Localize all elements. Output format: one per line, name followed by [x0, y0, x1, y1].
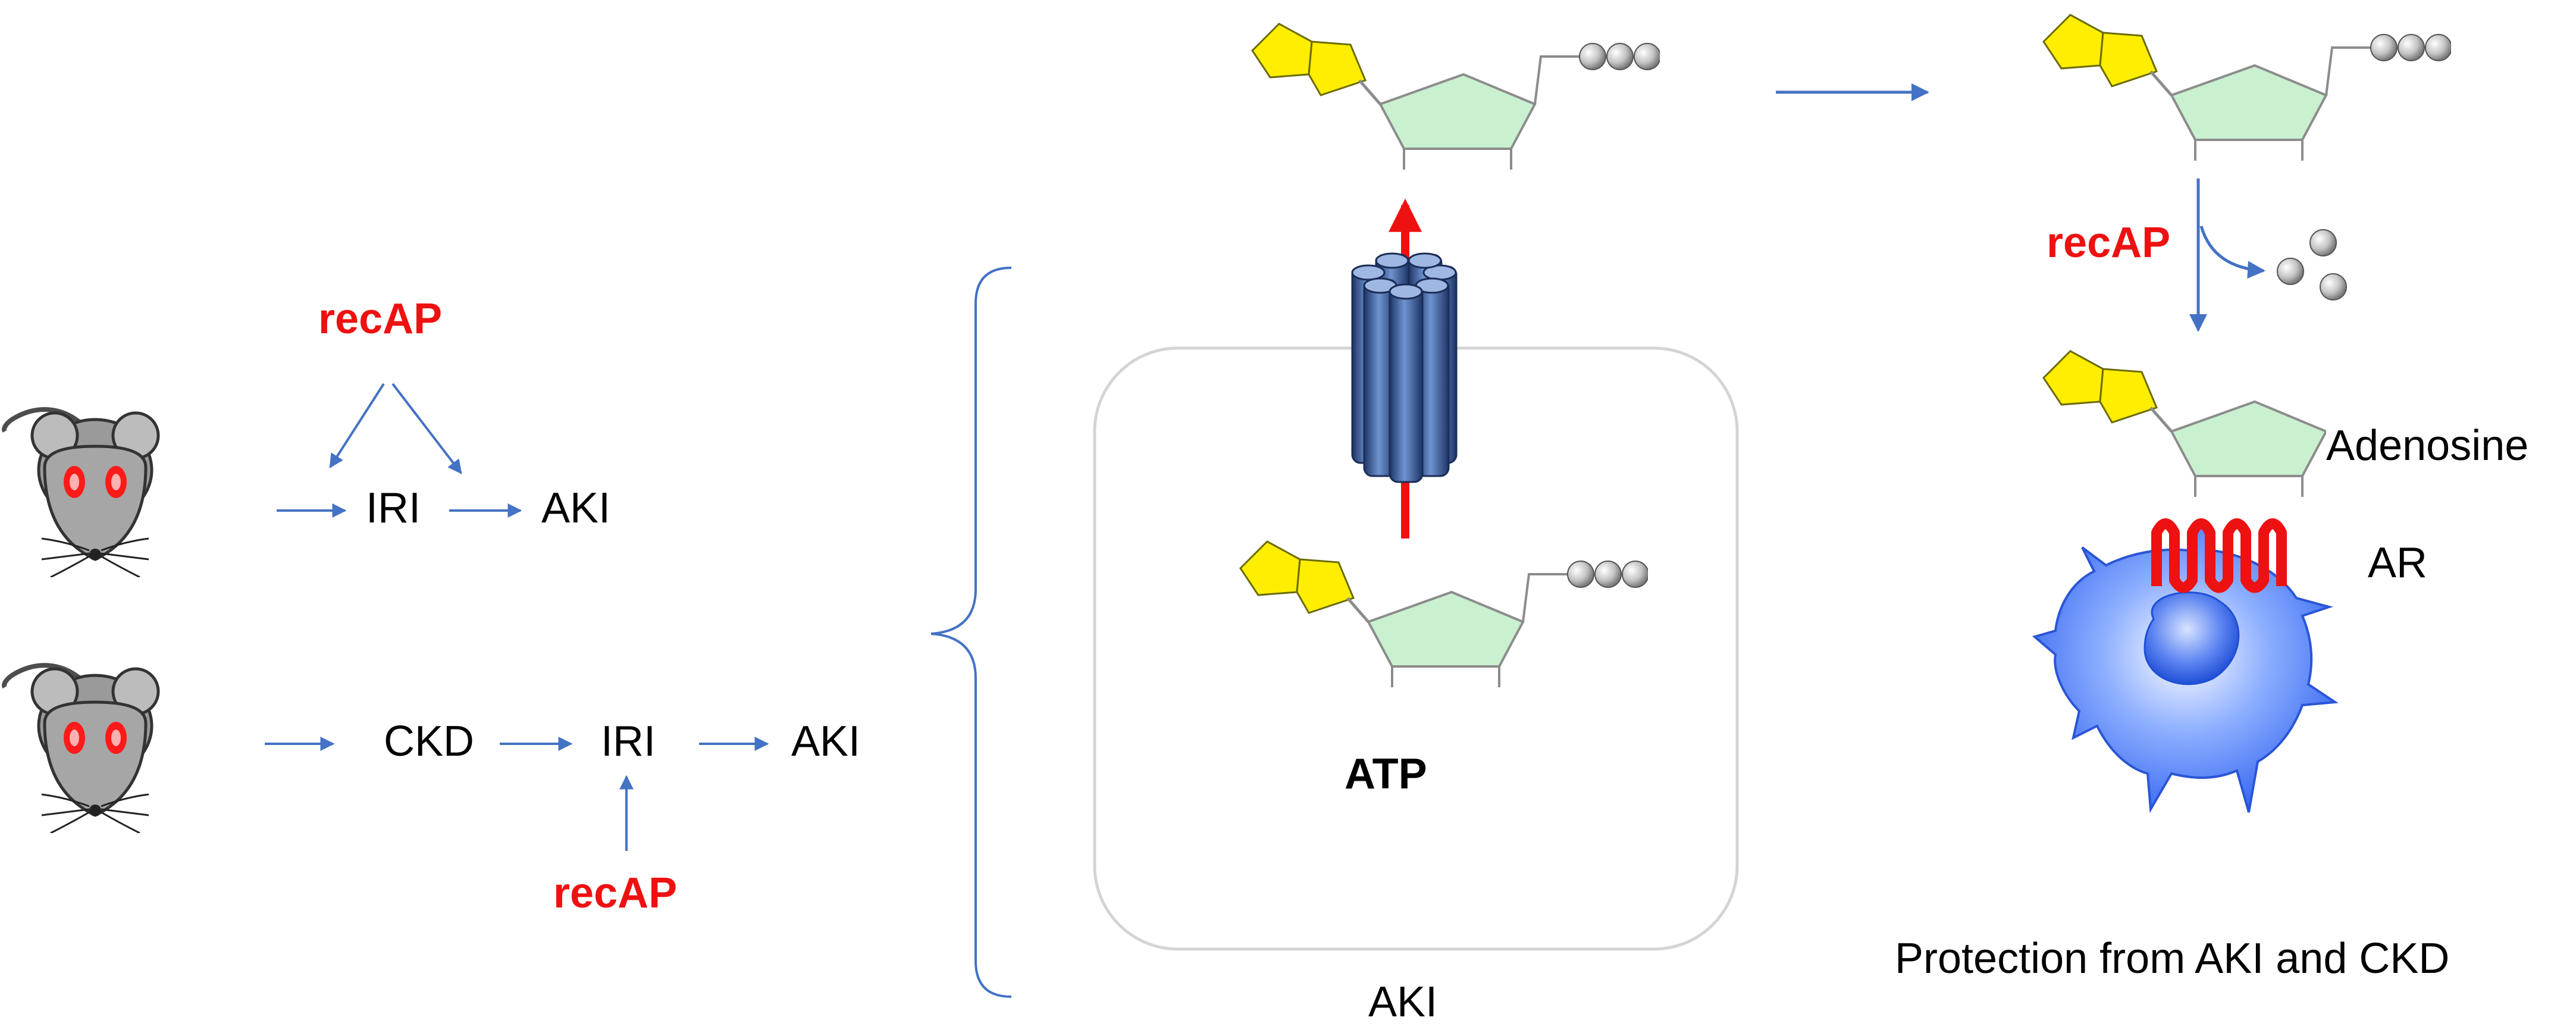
- top-pathway-arrows: [277, 383, 522, 518]
- ckd-label: CKD: [384, 718, 475, 765]
- adenosine-label: Adenosine: [2326, 422, 2529, 469]
- adenosine-molecule-icon: [2044, 351, 2326, 497]
- released-phosphates-icon: [2277, 229, 2347, 300]
- channel-icon: [1351, 252, 1458, 483]
- iri-label-bottom: IRI: [601, 718, 656, 765]
- mouse-icon: [4, 409, 158, 577]
- aki-label-top: AKI: [541, 484, 611, 532]
- protection-label: Protection from AKI and CKD: [1895, 935, 2450, 982]
- atp-molecule-icon: [2044, 15, 2452, 161]
- ar-label: AR: [2368, 539, 2428, 587]
- adenosine-receptor-icon: [2151, 518, 2287, 593]
- bottom-pathway-arrows: [265, 737, 769, 851]
- recap-label-top: recAP: [318, 295, 443, 343]
- curly-brace: [930, 267, 1012, 998]
- phosphate-release-arrow: [2199, 226, 2265, 279]
- atp-molecule-icon: [1252, 24, 1660, 170]
- iri-label-top: IRI: [366, 484, 421, 532]
- aki-label-bottom: AKI: [791, 718, 861, 765]
- atp-label: ATP: [1345, 750, 1427, 798]
- immune-cell-icon: [2032, 521, 2339, 813]
- mouse-icon: [4, 665, 158, 833]
- aki-cell-label: AKI: [1368, 978, 1438, 1026]
- arrow: [329, 383, 385, 469]
- recap-label-right: recAP: [2047, 219, 2171, 267]
- recap-label-bottom: recAP: [553, 869, 678, 917]
- arrow: [391, 383, 462, 474]
